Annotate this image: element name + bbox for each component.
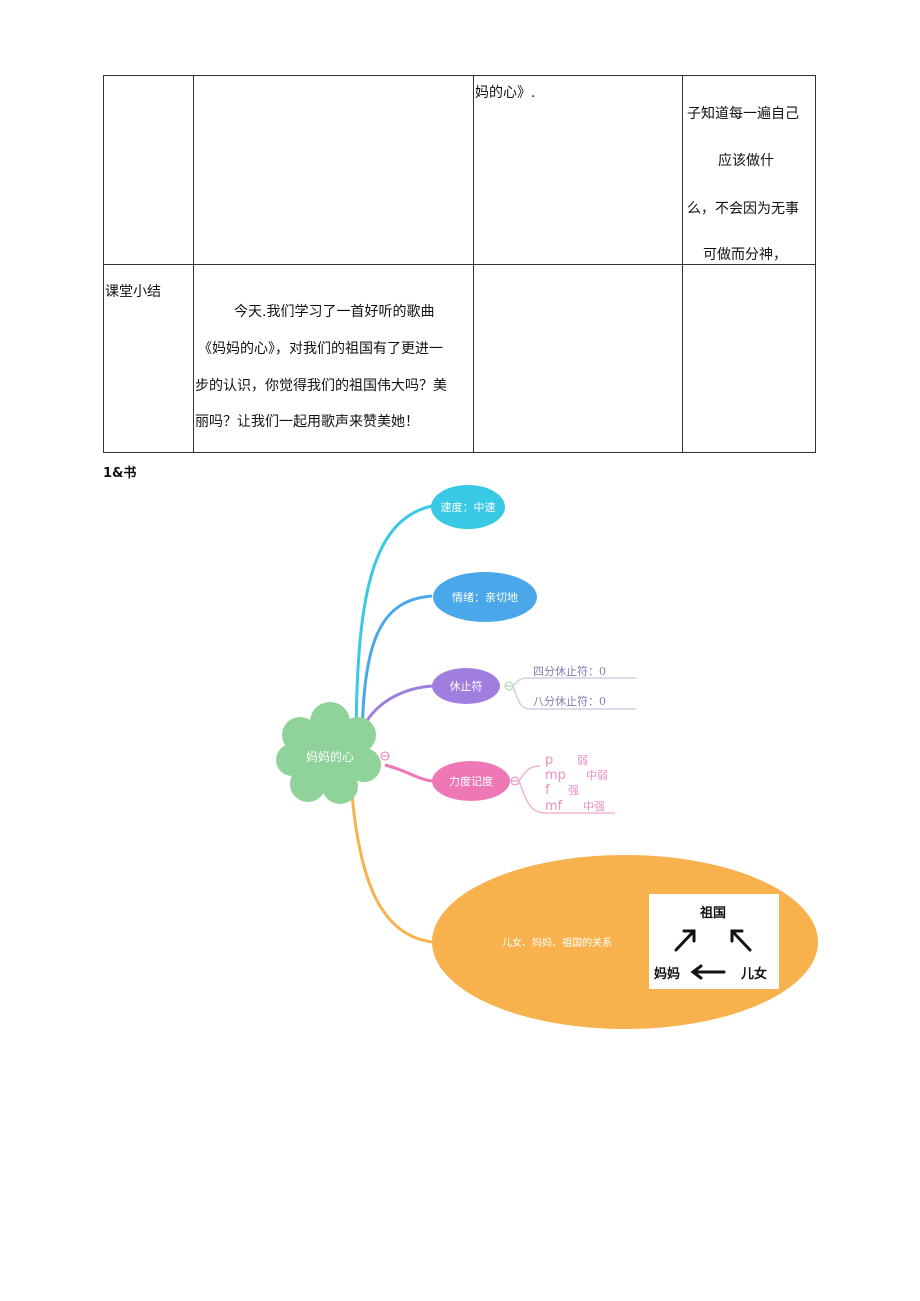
table-cell: 妈的心》. bbox=[473, 75, 683, 265]
table-cell bbox=[682, 264, 816, 453]
summary-line: 《妈妈的心》，对我们的祖国有了更进一 bbox=[198, 341, 443, 357]
summary-label: 课堂小结 bbox=[105, 284, 161, 300]
section-heading: 1&书 bbox=[103, 466, 137, 481]
branch-node-emotion bbox=[433, 572, 537, 622]
dynamics-meaning: 弱 bbox=[577, 754, 588, 767]
cell-text-line: 可做而分神， bbox=[703, 247, 787, 263]
rest-item-line bbox=[512, 685, 636, 710]
branch-node-speed bbox=[431, 485, 505, 529]
cell-text-line: 么，不会因为无事 bbox=[687, 201, 799, 217]
arrow-head-icon bbox=[730, 929, 744, 943]
table-cell bbox=[103, 75, 194, 265]
branch-line-dynamics bbox=[384, 763, 433, 783]
table-cell: 子知道每一遍自己 应该做什 么，不会因为无事 可做而分神， bbox=[682, 75, 816, 265]
dynamics-symbol: mf bbox=[545, 799, 563, 814]
relation-arrows bbox=[674, 929, 752, 980]
dynamics-meaning: 中强 bbox=[583, 800, 605, 813]
cell-text: 妈的心》. bbox=[475, 85, 536, 101]
summary-line: 步的认识，你觉得我们的祖国伟大吗？美 bbox=[195, 378, 447, 394]
arrow-head-icon bbox=[682, 929, 696, 943]
branch-line-rest bbox=[364, 684, 433, 723]
rest-item-line bbox=[512, 677, 636, 687]
branch-label-rest: 休止符 bbox=[450, 680, 483, 693]
dynamics-symbol: p bbox=[545, 753, 553, 768]
branch-label-emotion: 情绪：亲切地 bbox=[452, 590, 518, 604]
arrow-head-icon bbox=[690, 964, 703, 980]
lesson-plan-table: 妈的心》. 子知道每一遍自己 应该做什 么，不会因为无事 可做而分神， 课堂小结… bbox=[103, 75, 816, 453]
cell-text-line: 子知道每一遍自己 bbox=[687, 106, 799, 122]
relation-left-label: 妈妈 bbox=[654, 966, 680, 982]
relation-right-label: 儿女 bbox=[740, 966, 767, 982]
summary-line: 丽吗？让我们一起用歌声来赞美她！ bbox=[195, 414, 419, 430]
cell-text-line: 应该做什 bbox=[718, 153, 774, 169]
rest-item: 四分休止符：0 bbox=[533, 665, 606, 678]
dynamics-meaning: 强 bbox=[568, 784, 579, 797]
branch-node-dynamics bbox=[432, 761, 510, 801]
table-row: 妈的心》. 子知道每一遍自己 应该做什 么，不会因为无事 可做而分神， bbox=[103, 75, 816, 265]
table-row: 课堂小结 今天.我们学习了一首好听的歌曲 《妈妈的心》，对我们的祖国有了更进一 … bbox=[103, 264, 816, 453]
branch-line-relation bbox=[350, 794, 433, 944]
dynamics-item-line bbox=[518, 765, 541, 782]
dynamics-symbol: mp bbox=[545, 768, 566, 783]
branch-line-emotion bbox=[360, 594, 433, 753]
rest-item: 八分休止符：0 bbox=[533, 695, 606, 708]
arrow-up-right-icon bbox=[674, 930, 695, 952]
summary-line: 今天.我们学习了一首好听的歌曲 bbox=[234, 304, 435, 320]
center-node: 妈妈的心 bbox=[276, 702, 381, 804]
branch-label-dynamics: 力度记度 bbox=[449, 774, 493, 788]
table-cell bbox=[473, 264, 683, 453]
branch-line-speed bbox=[354, 504, 433, 753]
branch-label-speed: 速度：中速 bbox=[441, 500, 496, 514]
dynamics-symbol: f bbox=[545, 783, 550, 798]
branch-node-rest bbox=[432, 668, 500, 704]
arrow-up-left-icon bbox=[731, 930, 752, 952]
dynamics-meaning: 中弱 bbox=[586, 769, 608, 782]
dynamics-list: p 弱 mp 中弱 f 强 mf 中强 bbox=[545, 753, 608, 814]
center-node-label: 妈妈的心 bbox=[306, 749, 354, 764]
relation-top-label: 祖国 bbox=[699, 905, 726, 921]
dynamics-item-line bbox=[518, 780, 615, 814]
table-cell: 今天.我们学习了一首好听的歌曲 《妈妈的心》，对我们的祖国有了更进一 步的认识，… bbox=[193, 264, 474, 453]
branch-label-relation: 儿女、妈妈、祖国的关系 bbox=[502, 936, 612, 949]
